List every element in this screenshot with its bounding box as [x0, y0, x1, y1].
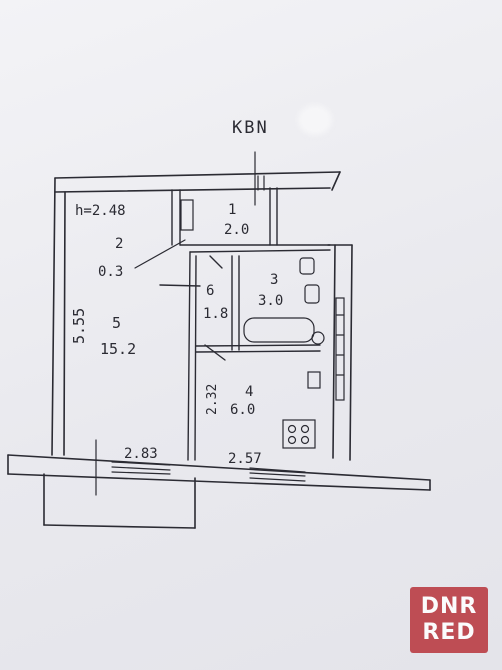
apartment-label: КВN	[232, 118, 269, 138]
room-3-area: 3.0	[258, 293, 283, 309]
room-6-area: 1.8	[203, 306, 228, 322]
room-6-number: 6	[206, 283, 214, 299]
interior-walls	[159, 187, 331, 461]
watermark-logo: DNR RED	[410, 587, 488, 653]
windows	[111, 175, 306, 482]
dimension-left-height: 5.55	[70, 308, 88, 344]
room-1-number: 1	[228, 202, 236, 218]
fixtures	[95, 151, 345, 496]
blurred-number	[298, 105, 332, 135]
room-1-area: 2.0	[224, 222, 249, 238]
dimension-kitchen-side: 2.32	[205, 384, 220, 415]
sink	[299, 257, 315, 275]
room-5-number: 5	[112, 314, 121, 332]
bathtub	[243, 317, 315, 343]
dimension-bottom-right: 2.57	[228, 451, 262, 467]
toilet	[304, 284, 320, 304]
outer-walls	[7, 171, 431, 529]
dimension-bottom-left: 2.83	[124, 446, 158, 462]
watermark-line-2: RED	[422, 620, 476, 645]
kitchen-sink	[307, 371, 321, 389]
watermark-line-1: DNR	[420, 594, 478, 619]
room-3-number: 3	[270, 272, 278, 288]
ceiling-height: h=2.48	[75, 203, 126, 219]
room-2-area: 0.3	[98, 264, 123, 280]
room-2-number: 2	[115, 236, 123, 252]
room-4-number: 4	[245, 384, 253, 400]
stove	[282, 419, 316, 449]
water-heater	[311, 331, 325, 345]
room-5-area: 15.2	[100, 340, 136, 358]
ventilation-shaft	[335, 297, 345, 401]
room-4-area: 6.0	[230, 402, 255, 418]
